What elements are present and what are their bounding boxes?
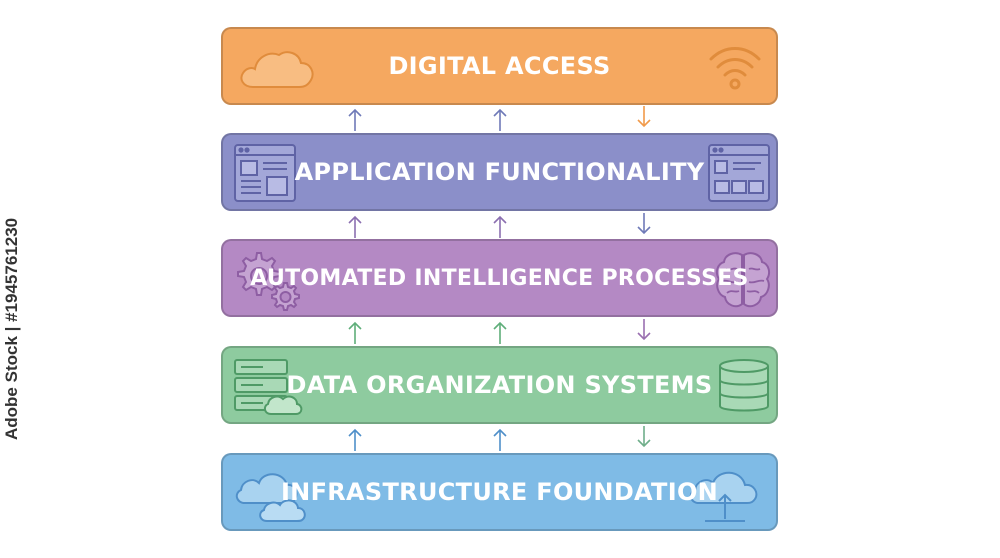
up-arrow — [348, 428, 362, 451]
layer-title: APPLICATION FUNCTIONALITY — [294, 158, 705, 186]
up-arrow — [348, 321, 362, 344]
wifi-icon — [709, 47, 761, 90]
stock-credit-text: Adobe Stock | #1945761230 — [2, 217, 21, 440]
cloud-icon — [240, 51, 314, 88]
database-icon — [719, 359, 769, 412]
layer-title: DIGITAL ACCESS — [388, 52, 611, 80]
up-arrow — [493, 215, 507, 238]
connector-group-3 — [348, 319, 651, 344]
app-window-icon — [708, 144, 770, 202]
connector-group-1 — [348, 106, 651, 131]
layer-digital-access: DIGITAL ACCESS — [221, 27, 778, 105]
layer-title: INFRASTRUCTURE FOUNDATION — [280, 478, 719, 506]
layer-data-organization: DATA ORGANIZATION SYSTEMS — [221, 346, 778, 424]
layer-application-functionality: APPLICATION FUNCTIONALITY — [221, 133, 778, 211]
clouds-icon — [235, 473, 306, 522]
cloud-upload-icon — [689, 471, 758, 522]
layer-title: DATA ORGANIZATION SYSTEMS — [286, 371, 713, 399]
layer-automated-intelligence: AUTOMATED INTELLIGENCE PROCESSES — [221, 239, 778, 317]
server-cloud-icon — [234, 359, 303, 415]
brain-icon — [715, 252, 771, 308]
up-arrow — [493, 428, 507, 451]
down-arrow — [637, 106, 651, 128]
up-arrow — [348, 215, 362, 238]
layer-infrastructure-foundation: INFRASTRUCTURE FOUNDATION — [221, 453, 778, 531]
gears-icon — [237, 252, 300, 311]
down-arrow — [637, 426, 651, 448]
connector-group-2 — [348, 213, 651, 238]
connector-group-4 — [348, 426, 651, 451]
up-arrow — [348, 108, 362, 131]
up-arrow — [493, 321, 507, 344]
down-arrow — [637, 213, 651, 235]
up-arrow — [493, 108, 507, 131]
down-arrow — [637, 319, 651, 341]
app-window-icon — [234, 144, 296, 202]
layer-title: AUTOMATED INTELLIGENCE PROCESSES — [250, 265, 749, 291]
